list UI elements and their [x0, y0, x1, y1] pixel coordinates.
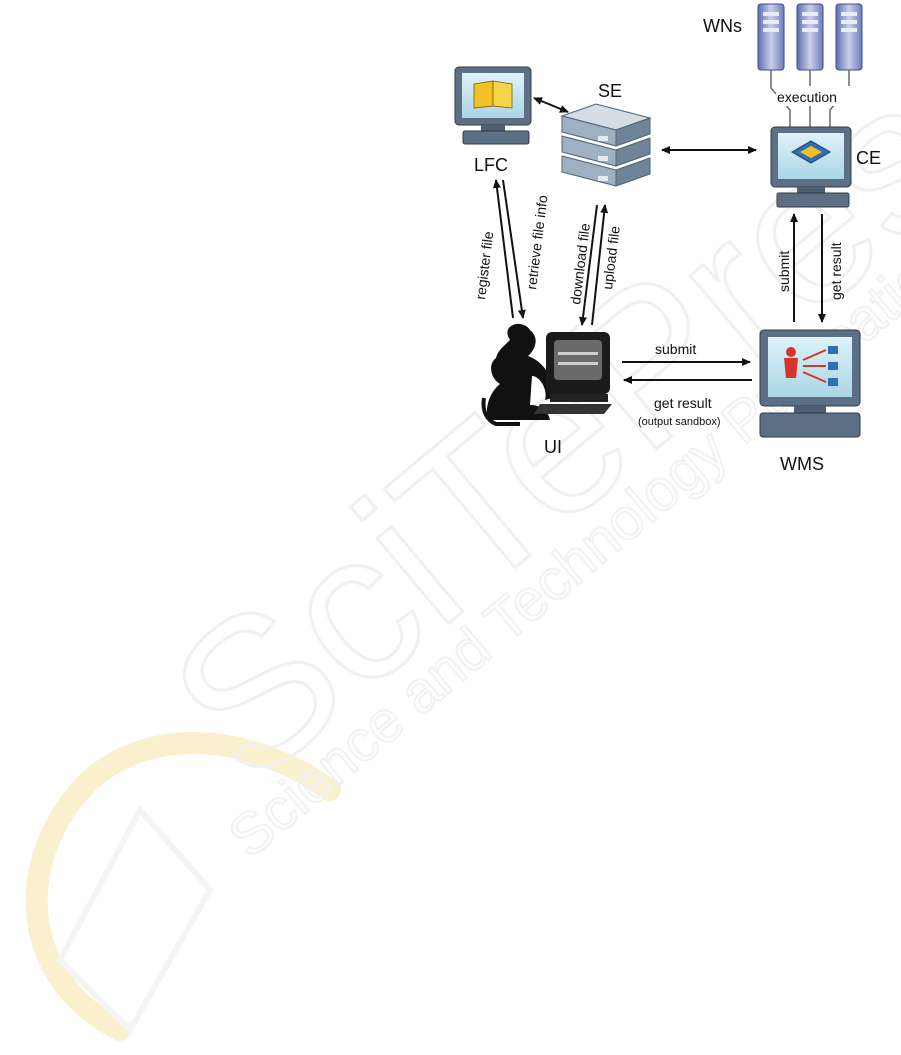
ce-get-result-label: get result — [828, 242, 844, 300]
se-label: SE — [598, 81, 622, 101]
lfc-label: LFC — [474, 155, 508, 175]
computer-book-icon — [455, 67, 531, 144]
storage-stack-icon — [562, 104, 650, 186]
computer-chip-icon — [771, 127, 851, 207]
ui-submit-label: submit — [655, 341, 696, 357]
wms-node: WMS — [760, 330, 860, 474]
ce-submit-label: submit — [776, 251, 792, 292]
arrow-lfc-se — [534, 98, 568, 112]
retrieve-file-info-label: retrieve file info — [523, 194, 550, 290]
ui-get-result-label: get result — [654, 395, 712, 411]
se-node: SE — [562, 81, 650, 186]
lfc-node: LFC — [455, 67, 531, 175]
server-tower-icon — [836, 4, 862, 70]
ui-label: UI — [544, 437, 562, 457]
server-tower-icon — [797, 4, 823, 70]
arrow-register-file — [496, 180, 513, 318]
register-file-label: register file — [472, 230, 496, 300]
wms-label: WMS — [780, 454, 824, 474]
output-sandbox-label: (output sandbox) — [638, 416, 721, 428]
wns-label: WNs — [703, 16, 742, 36]
arrow-retrieve-file-info — [503, 180, 523, 318]
execution-label: execution — [777, 89, 837, 105]
ce-label: CE — [856, 148, 881, 168]
server-tower-icon — [758, 4, 784, 70]
computer-dispatch-icon — [760, 330, 860, 437]
wns-node: WNs — [703, 4, 862, 70]
